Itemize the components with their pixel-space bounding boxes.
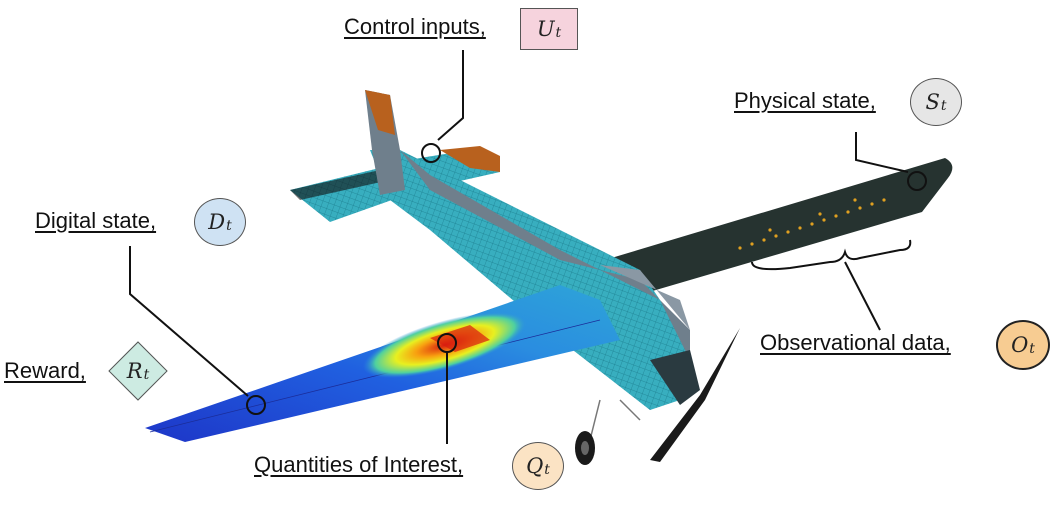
digital-state-label: Digital state, [35,208,157,233]
physical-leader [855,132,909,173]
propeller [650,328,740,462]
sensor-dots [738,198,886,250]
control-leader [437,50,464,141]
fuselage [370,150,690,410]
observational-leader [844,261,881,331]
reward-label: Reward, [4,358,86,383]
observational-data-label: Observational data, [760,330,951,355]
digital-marker [246,395,266,415]
control-inputs-label: Control inputs, [344,14,486,39]
observational-brace [751,239,912,271]
control-marker [421,143,441,163]
right-wing [598,158,953,300]
qoi-marker [437,333,457,353]
rudder [365,90,395,135]
nose [650,350,700,405]
physical-state-label: Physical state, [734,88,876,113]
digital-leader [129,246,249,397]
physical-marker [907,171,927,191]
elevator [440,146,500,172]
quantities-of-interest-label: Quantities of Interest, [254,452,464,477]
